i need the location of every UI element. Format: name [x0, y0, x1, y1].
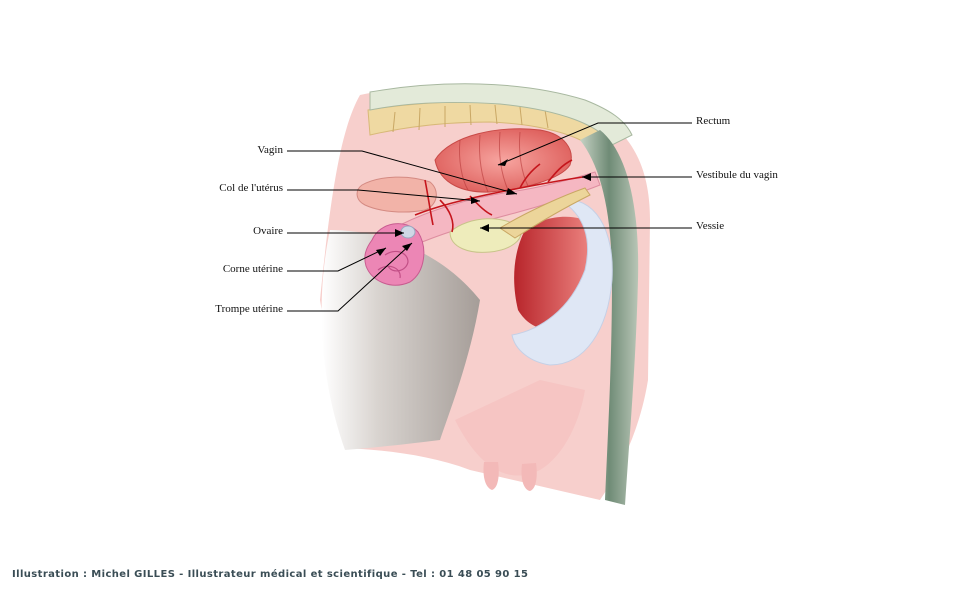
- leader-lines: [287, 122, 692, 312]
- label-vessie: Vessie: [696, 220, 725, 232]
- label-ovaire: Ovaire: [253, 225, 283, 237]
- vertebrae: [392, 104, 549, 133]
- abdomen-shadow: [321, 230, 480, 450]
- illustration-credit: Illustration : Michel GILLES - Illustrat…: [12, 569, 529, 580]
- horn-coils: [377, 250, 409, 279]
- ovary-shape: [400, 225, 416, 239]
- rectum: [434, 128, 572, 193]
- tail: [580, 130, 639, 505]
- intestines: [356, 176, 437, 213]
- teat-left: [483, 462, 499, 490]
- label-trompe-uterine: Trompe utérine: [215, 303, 283, 315]
- label-vestibule-vagin: Vestibule du vagin: [696, 169, 778, 181]
- pubic-bone: [499, 187, 591, 239]
- udder: [455, 380, 585, 476]
- label-corne-uterine: Corne utérine: [222, 263, 283, 275]
- teat-right: [521, 463, 537, 491]
- fat-tissue: [511, 199, 613, 366]
- label-vagin: Vagin: [257, 144, 283, 156]
- label-col-uterus: Col de l'utérus: [219, 182, 283, 194]
- label-rectum: Rectum: [696, 115, 731, 127]
- leader-arrowheads: [376, 159, 591, 256]
